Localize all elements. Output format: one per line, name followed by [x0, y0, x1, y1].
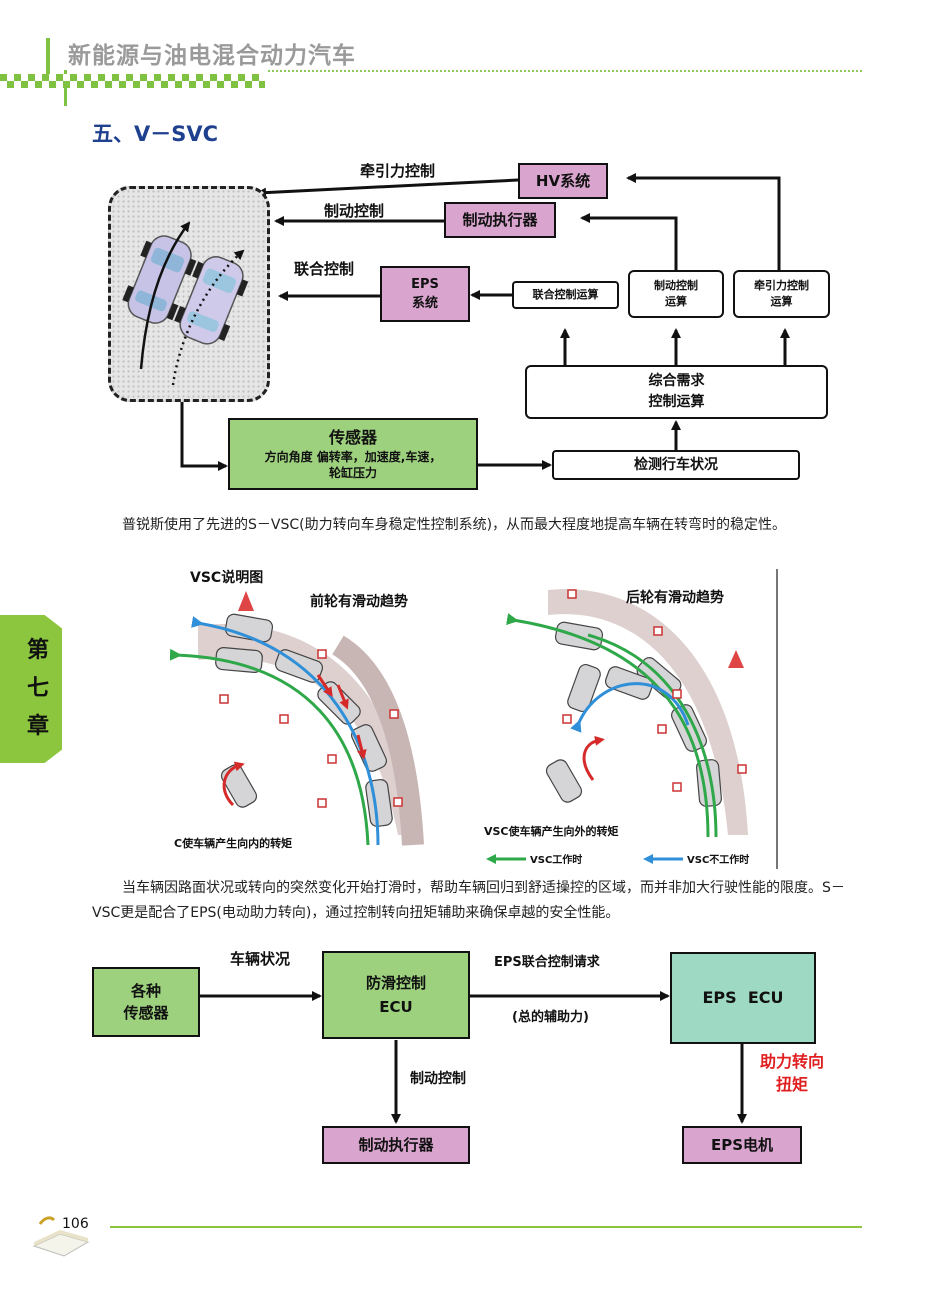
vsc-illustration: VSC说明图 前轮有滑动趋势 后轮有滑动趋势 C使车辆产生向内的转矩 VSC使车…	[168, 565, 780, 870]
traction-control-calc-box: 牵引力控制 运算	[733, 270, 830, 318]
vehicle-illustration-panel	[108, 186, 270, 402]
header-vertical-rule	[46, 38, 50, 80]
arrow-brake-calc-actuator	[580, 213, 678, 270]
label-eps-request: EPS联合控制请求	[494, 955, 600, 970]
abs-ecu-box: 防滑控制 ECU	[322, 951, 470, 1039]
book-icon	[32, 1216, 90, 1257]
label-joint-control: 联合控制	[294, 260, 355, 278]
label-total-assist: (总的辅助力)	[512, 1010, 589, 1025]
vsc-divider	[776, 569, 778, 869]
header-dotted-line	[268, 70, 862, 72]
legend-blue-arrow-icon	[643, 853, 683, 864]
header-title: 新能源与油电混合动力汽车	[68, 43, 356, 69]
section-title: 五、V－SVC	[92, 122, 219, 146]
cars-icon	[122, 221, 249, 386]
vsc-inner-torque-label: C使车辆产生向内的转矩	[174, 837, 293, 850]
label-brake-control: 制动控制	[324, 202, 385, 220]
joint-control-calc-box: 联合控制运算	[512, 281, 619, 309]
label-vehicle-status: 车辆状况	[230, 950, 291, 968]
paragraph-2: 当车辆因路面状况或转向的突然变化开始打滑时，帮助车辆回归到舒适操控的区域，而并非…	[92, 880, 845, 921]
label-brake-control-2: 制动控制	[410, 1071, 466, 1087]
paragraph-1: 普锐斯使用了先进的S－VSC(助力转向车身稳定性控制系统)，从而最大程度地提高车…	[122, 517, 787, 533]
eps-system-box: EPS 系统	[380, 266, 470, 322]
hv-system-box: HV系统	[518, 163, 608, 199]
integrated-demand-calc-box: 综合需求 控制运算	[525, 365, 828, 419]
arrow-car-sensor	[180, 400, 228, 471]
arrow-traction-calc-hv	[626, 173, 781, 270]
label-assist-torque: 助力转向 扭矩	[760, 1052, 825, 1095]
legend-vsc-off: VSC不工作时	[643, 851, 749, 866]
brake-control-calc-box: 制动控制 运算	[628, 270, 724, 318]
vsc-front-label: 前轮有滑动趋势	[310, 594, 408, 610]
vsc-outer-torque-label: VSC使车辆产生向外的转矩	[484, 825, 619, 838]
footer-line	[110, 1226, 862, 1228]
page-number: 106	[62, 1216, 89, 1232]
footer-book-icon	[30, 1212, 92, 1264]
brake-actuator-box-2: 制动执行器	[322, 1126, 470, 1164]
sensors-box: 各种 传感器	[92, 967, 200, 1037]
header-vertical-rule-2	[64, 70, 67, 106]
legend-green-arrow-icon	[486, 853, 526, 864]
sensor-items: 方向角度 偏转率，加速度,车速， 轮缸压力	[264, 449, 442, 480]
vsc-title: VSC说明图	[190, 570, 264, 586]
detect-driving-status-box: 检测行车状况	[552, 450, 800, 480]
sensor-box: 传感器 方向角度 偏转率，加速度,车速， 轮缸压力	[228, 418, 478, 490]
eps-motor-box: EPS电机	[682, 1126, 802, 1164]
brake-actuator-box: 制动执行器	[444, 202, 556, 238]
header-checker-pattern-row2	[0, 81, 265, 88]
label-traction-control: 牵引力控制	[360, 162, 436, 180]
chapter-tab: 第 七 章	[0, 615, 62, 763]
vsc-rear-label: 后轮有滑动趋势	[626, 590, 724, 606]
chapter-label: 第 七 章	[26, 637, 49, 739]
sensor-title: 传感器	[328, 428, 377, 448]
eps-ecu-box: EPS ECU	[670, 952, 816, 1044]
arrow-traction-control	[256, 178, 519, 198]
legend-vsc-on: VSC工作时	[486, 851, 582, 866]
vsc-drawing	[169, 589, 748, 846]
